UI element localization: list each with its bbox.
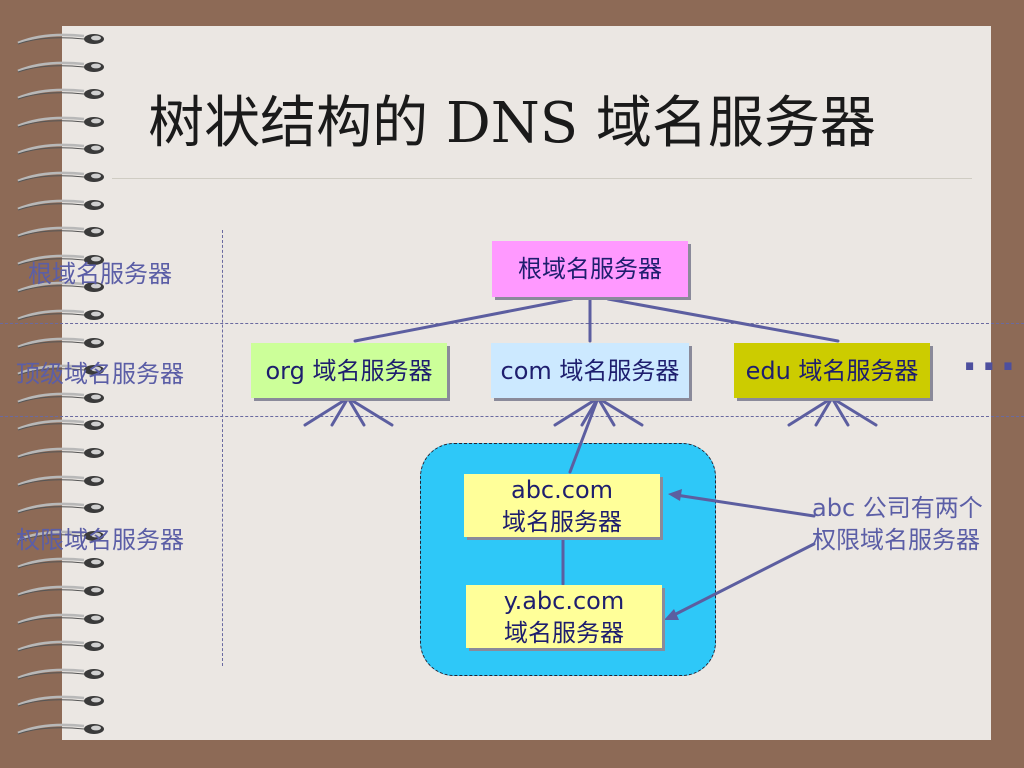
spiral-coil-icon <box>17 309 104 321</box>
spiral-coil-icon <box>17 723 104 735</box>
abc-com-node-line2: 域名服务器 <box>502 507 622 536</box>
row-label-top-level: 顶级域名服务器 <box>16 360 184 388</box>
com-fanout-lines <box>553 396 644 427</box>
spiral-coil-icon <box>17 33 104 45</box>
spiral-coil-icon <box>17 696 104 707</box>
edu-dns-server-node: edu 域名服务器 <box>734 343 930 398</box>
org-fanout-lines <box>303 396 394 427</box>
root-dns-server-node: 根域名服务器 <box>492 241 688 297</box>
arrowhead-yabc-icon <box>664 609 679 620</box>
spiral-coil-icon <box>17 199 104 211</box>
spiral-coil-icon <box>17 392 104 404</box>
annotation-arrow-yabc <box>668 542 816 619</box>
spiral-coil-icon <box>17 640 104 652</box>
y-abc-com-node-line2: 域名服务器 <box>504 618 624 647</box>
y-abc-com-dns-server-node: y.abc.com 域名服务器 <box>466 585 662 648</box>
annotation-line2: 权限域名服务器 <box>812 526 980 554</box>
spiral-coil-icon <box>17 282 104 293</box>
edu-fanout-lines <box>787 396 878 427</box>
title-divider <box>112 178 972 179</box>
label-column-divider <box>222 230 223 666</box>
spiral-coil-icon <box>17 530 104 542</box>
org-dns-server-node: org 域名服务器 <box>251 343 447 398</box>
edge-com-abc <box>568 396 600 474</box>
spiral-coil-icon <box>17 502 104 514</box>
spiral-coil-icon <box>17 558 104 569</box>
spiral-coil-icon <box>17 475 104 487</box>
spiral-coil-icon <box>17 88 104 100</box>
more-servers-ellipsis: ··· <box>962 344 1020 390</box>
row-label-root: 根域名服务器 <box>28 260 172 288</box>
spiral-coil-icon <box>17 613 104 625</box>
tier-divider-top-level <box>0 416 1024 417</box>
edge-root-edu <box>606 297 840 343</box>
annotation-line1: abc 公司有两个 <box>812 494 983 522</box>
spiral-coil-icon <box>17 337 104 349</box>
spiral-coil-icon <box>17 144 104 155</box>
spiral-coil-icon <box>17 116 104 128</box>
spiral-coil-icon <box>17 420 104 431</box>
spiral-coil-icon <box>17 668 104 680</box>
slide-title: 树状结构的 DNS 域名服务器 <box>148 91 876 156</box>
spiral-coil-icon <box>17 171 104 183</box>
edge-root-org <box>353 297 574 343</box>
spiral-coil-icon <box>17 364 104 376</box>
abc-annotation: abc 公司有两个 权限域名服务器 <box>812 492 983 556</box>
abc-com-dns-server-node: abc.com 域名服务器 <box>464 474 660 537</box>
y-abc-com-node-line1: y.abc.com <box>503 586 625 615</box>
spiral-coil-icon <box>17 585 104 597</box>
arrowhead-abc-icon <box>668 489 682 501</box>
spiral-coil-icon <box>17 226 104 238</box>
spiral-coil-icon <box>17 61 104 73</box>
annotation-arrow-abc <box>674 493 816 518</box>
spiral-coil-icon <box>17 254 104 266</box>
spiral-coil-icon <box>17 447 104 459</box>
abc-com-node-line1: abc.com <box>510 475 614 504</box>
row-label-authoritative: 权限域名服务器 <box>16 526 184 554</box>
com-dns-server-node: com 域名服务器 <box>491 343 689 398</box>
tier-divider-root <box>0 323 1024 324</box>
